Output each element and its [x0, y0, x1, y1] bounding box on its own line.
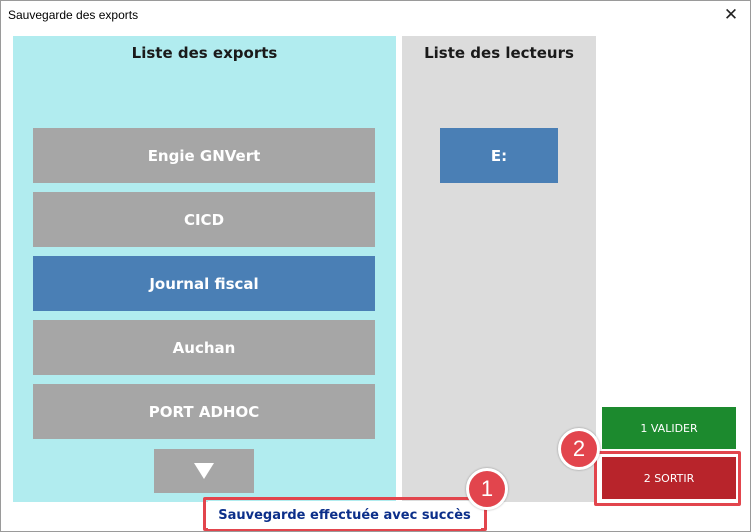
annotation-badge-1: 1 [466, 468, 508, 510]
scroll-down-button[interactable] [154, 449, 254, 493]
status-message: Sauvegarde effectuée avec succès [208, 501, 481, 529]
export-item-label: Journal fiscal [149, 274, 259, 293]
exports-list-title: Liste des exports [131, 44, 278, 62]
export-item-label: PORT ADHOC [148, 402, 260, 421]
triangle-down-icon [194, 463, 214, 479]
close-icon[interactable]: ✕ [723, 5, 739, 25]
readers-list-panel: Liste des lecteurs E: [402, 36, 596, 502]
window-title: Sauvegarde des exports [8, 8, 139, 22]
export-item-cicd[interactable]: CICD [33, 192, 375, 247]
sortir-highlight-frame [594, 451, 741, 506]
export-item-label: CICD [183, 210, 225, 229]
export-item-port-adhoc[interactable]: PORT ADHOC [33, 384, 375, 439]
exports-list-panel: Liste des exports Engie GNVert CICD Jour… [13, 36, 396, 502]
export-item-auchan[interactable]: Auchan [33, 320, 375, 375]
reader-item-label: E: [490, 146, 508, 165]
reader-item-e[interactable]: E: [440, 128, 558, 183]
export-item-engie-gnvert[interactable]: Engie GNVert [33, 128, 375, 183]
sortir-button[interactable]: 2 SORTIR [602, 457, 736, 499]
export-item-label: Engie GNVert [147, 146, 261, 165]
annotation-badge-2: 2 [558, 428, 600, 470]
export-item-label: Auchan [172, 338, 236, 357]
status-highlight-frame [203, 497, 487, 531]
valider-button-label: 1 VALIDER [640, 421, 698, 435]
valider-button[interactable]: 1 VALIDER [602, 407, 736, 449]
export-item-journal-fiscal[interactable]: Journal fiscal [33, 256, 375, 311]
title-bar: Sauvegarde des exports ✕ [1, 1, 750, 29]
sortir-button-label: 2 SORTIR [643, 471, 695, 485]
readers-list-title: Liste des lecteurs [424, 44, 574, 62]
